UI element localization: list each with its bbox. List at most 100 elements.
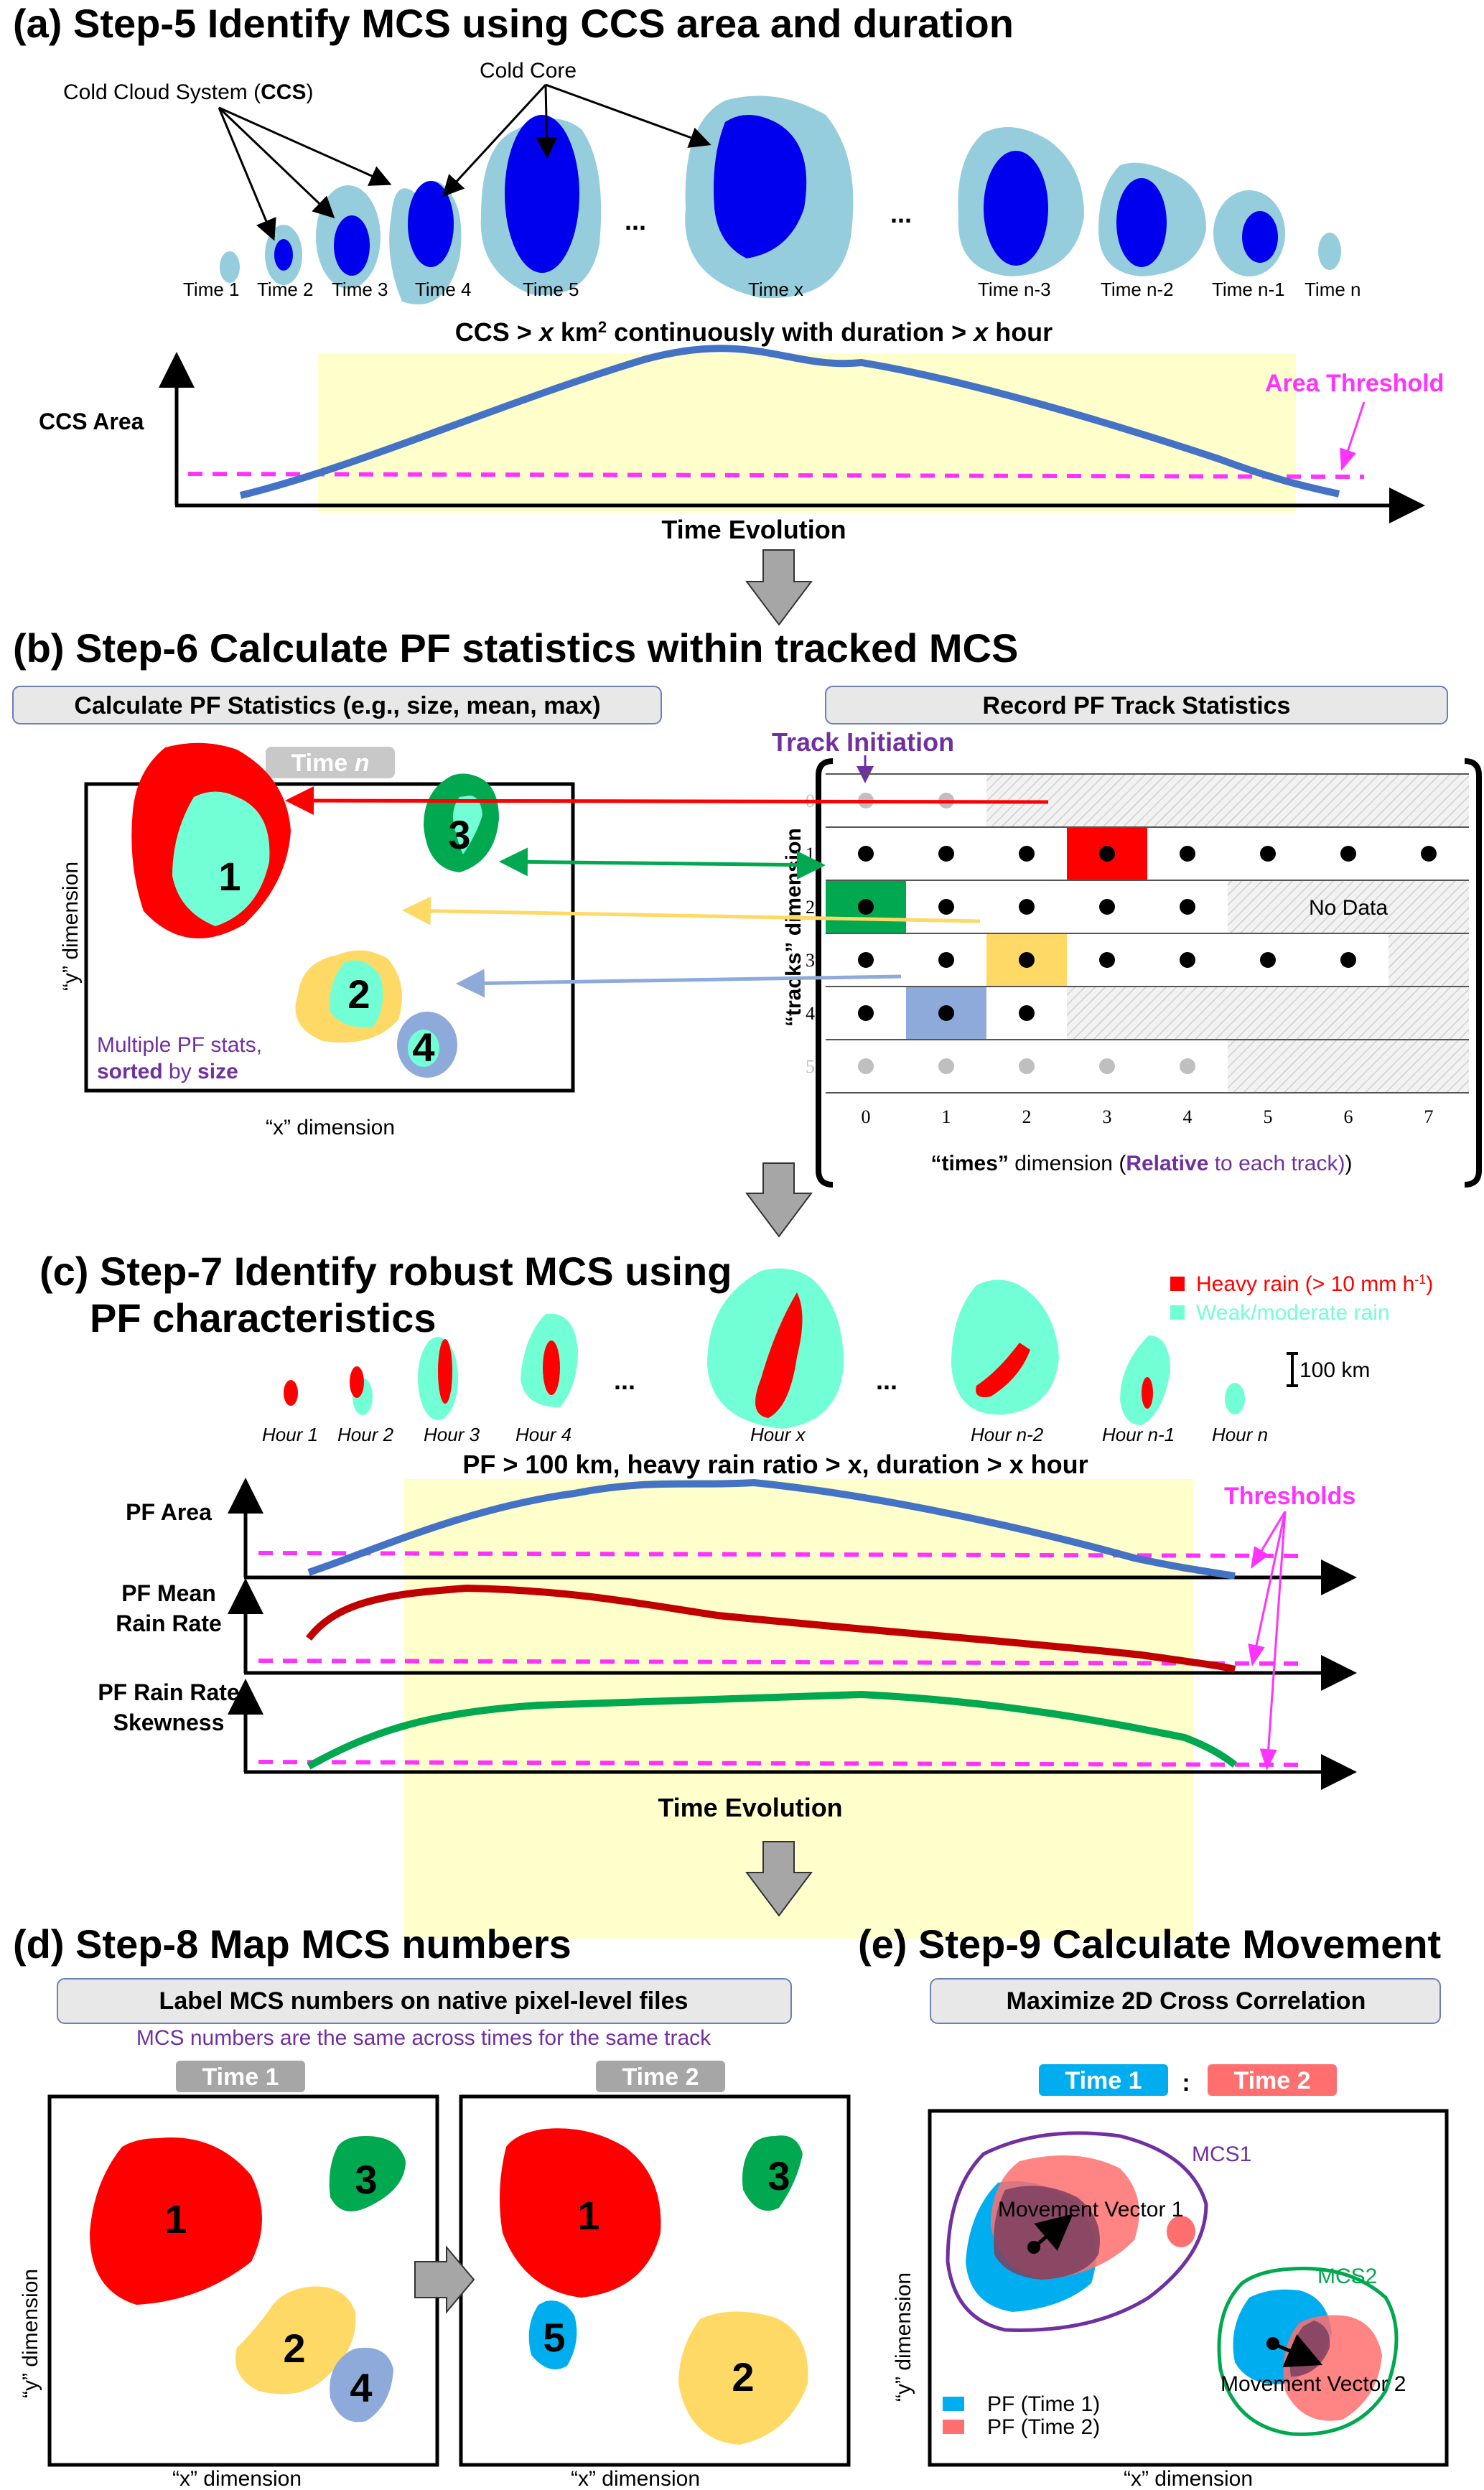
time2-label: Time 2: [1233, 2067, 1310, 2094]
times-dimension-label: “times” dimension (Relative to each trac…: [931, 1152, 1353, 1175]
mcs1-time1: [90, 2137, 262, 2305]
pf-1-weak: [172, 791, 270, 926]
track-cell-dot: [1019, 1005, 1035, 1021]
time-col-label: 4: [1183, 1106, 1193, 1127]
mcs2-label: MCS2: [1317, 2265, 1377, 2288]
hour-label: Hour 4: [515, 1424, 571, 1445]
mcs4-time1: [330, 2347, 393, 2423]
pf-hour-n-weak: [1225, 1383, 1245, 1414]
pf-hour-x-heavy: [755, 1292, 803, 1418]
ccs-time-1: [220, 251, 240, 283]
track-row-label: 2: [806, 897, 815, 918]
legend-heavy-label: Heavy rain (> 10 mm h-1): [1196, 1272, 1433, 1296]
track-grid: 01234501234567No Data: [806, 773, 1469, 1127]
panel-c: (c) Step-7 Identify robust MCS using PF …: [39, 1249, 1433, 1939]
time-col-label: 2: [1022, 1106, 1032, 1127]
vector2-label: Movement Vector 2: [1221, 2372, 1406, 2396]
chart-axis-label: PF Mean: [121, 1580, 216, 1606]
hour-label: Hour 3: [424, 1424, 480, 1445]
chart-axis-label: Skewness: [113, 1710, 225, 1735]
map-box: [57, 1978, 792, 2024]
no-data-region: [1228, 1040, 1469, 1093]
chart-axis-label: Rain Rate: [116, 1610, 222, 1636]
track-cell-dot: [1019, 899, 1035, 915]
time1-label: Time 1: [202, 2064, 279, 2091]
mcs-number: 3: [355, 2157, 377, 2202]
track-cell-dot: [938, 846, 954, 862]
time-label: Time n-2: [1101, 279, 1174, 300]
time-col-label: 6: [1344, 1106, 1353, 1127]
mcs1-outline: [946, 2131, 1208, 2332]
panel-a: (a) Step-5 Identify MCS using CCS area a…: [13, 1, 1444, 544]
matrix-bracket-right: [1464, 758, 1482, 1188]
track-cell-dot: [1340, 846, 1356, 862]
hour-label: Hour 1: [262, 1424, 318, 1445]
movement-box-label: Maximize 2D Cross Correlation: [1007, 1987, 1366, 2015]
panel-d: (d) Step-8 Map MCS numbers Label MCS num…: [13, 1921, 851, 2490]
movement-vector-1: [1032, 2214, 1073, 2251]
time-label: Time 4: [415, 279, 472, 300]
track-cell-dot: [1019, 1058, 1035, 1074]
mcs2-time2: [678, 2311, 808, 2445]
ccs-time-n: [1318, 233, 1341, 270]
mcs1-time2: [500, 2128, 661, 2298]
track-cell-dot: [858, 899, 874, 915]
track-cell-dot: [1340, 952, 1356, 968]
hour-label: Hour x: [750, 1424, 806, 1445]
legend-time1-swatch: [943, 2397, 964, 2411]
pf-criterion: PF > 100 km, heavy rain ratio > x, durat…: [462, 1450, 1088, 1479]
pf-number-4: 4: [412, 1025, 434, 1070]
mcs2-outline: [1217, 2267, 1399, 2436]
pf-hour-3-heavy: [438, 1339, 452, 1404]
track-cell-dot: [938, 899, 954, 915]
panel-a-title: (a) Step-5 Identify MCS using CCS area a…: [13, 1, 1014, 46]
time-col-label: 5: [1264, 1106, 1273, 1127]
tracks-dimension-label: “tracks” dimension: [782, 828, 806, 1027]
time-evolution-label: Time Evolution: [658, 1793, 842, 1822]
pf-number-1: 1: [218, 854, 241, 899]
threshold-line: [258, 1551, 1307, 1558]
mcs-number: 1: [577, 2193, 599, 2238]
track-row-label: 4: [806, 1003, 815, 1024]
mcs1-label: MCS1: [1192, 2142, 1251, 2166]
area-threshold-line: [187, 472, 1365, 479]
link-arrow-pf1: [285, 786, 1049, 816]
legend-time2-label: PF (Time 2): [987, 2415, 1100, 2439]
link-arrow-pf4: [456, 969, 902, 998]
pf-note-line2: sorted by size: [97, 1060, 238, 1083]
pf-hour-n2-weak: [951, 1279, 1059, 1415]
track-stats-box: [825, 686, 1448, 724]
scale-bar: [1287, 1352, 1298, 1387]
hour-label: Hour n: [1212, 1424, 1268, 1445]
track-cell-dot: [1099, 1058, 1115, 1074]
chart-axis-label: PF Area: [126, 1499, 212, 1525]
track-cell-dot: [938, 1058, 954, 1074]
track-initiation-label: Track Initiation: [772, 727, 954, 757]
track-cell-dot: [1099, 952, 1115, 968]
map-box-label: Label MCS numbers on native pixel-level …: [159, 1987, 689, 2015]
time-label: Time 5: [523, 279, 579, 300]
pf-note-line1: Multiple PF stats,: [97, 1033, 262, 1057]
movement-vector-2: [1272, 2334, 1323, 2368]
time-label: Time x: [748, 279, 803, 300]
time-label: Time 1: [183, 279, 240, 300]
panel-b: (b) Step-6 Calculate PF statistics withi…: [12, 625, 1482, 1188]
link-arrow-pf3: [499, 847, 823, 877]
area-threshold-pointer: [1340, 401, 1366, 471]
ccs-cloud-sequence: [220, 95, 1341, 304]
pf-number-3: 3: [448, 812, 470, 857]
no-data-region: [1389, 933, 1469, 987]
track-cell-dot: [938, 952, 954, 968]
time-evolution-label: Time Evolution: [661, 515, 846, 544]
hour-labels: Hour 1 Hour 2 Hour 3 Hour 4 Hour x Hour …: [262, 1424, 1268, 1445]
time-col-label: 1: [942, 1106, 951, 1127]
y-dimension-label: “y” dimension: [59, 862, 83, 991]
mcs-number: 4: [350, 2365, 372, 2410]
track-cell-dot: [858, 846, 874, 862]
track-cell-dot: [1260, 952, 1276, 968]
core-time-n-3: [984, 151, 1048, 266]
y-dimension-label: “y” dimension: [892, 2272, 915, 2402]
legend-time2-swatch: [943, 2420, 964, 2434]
